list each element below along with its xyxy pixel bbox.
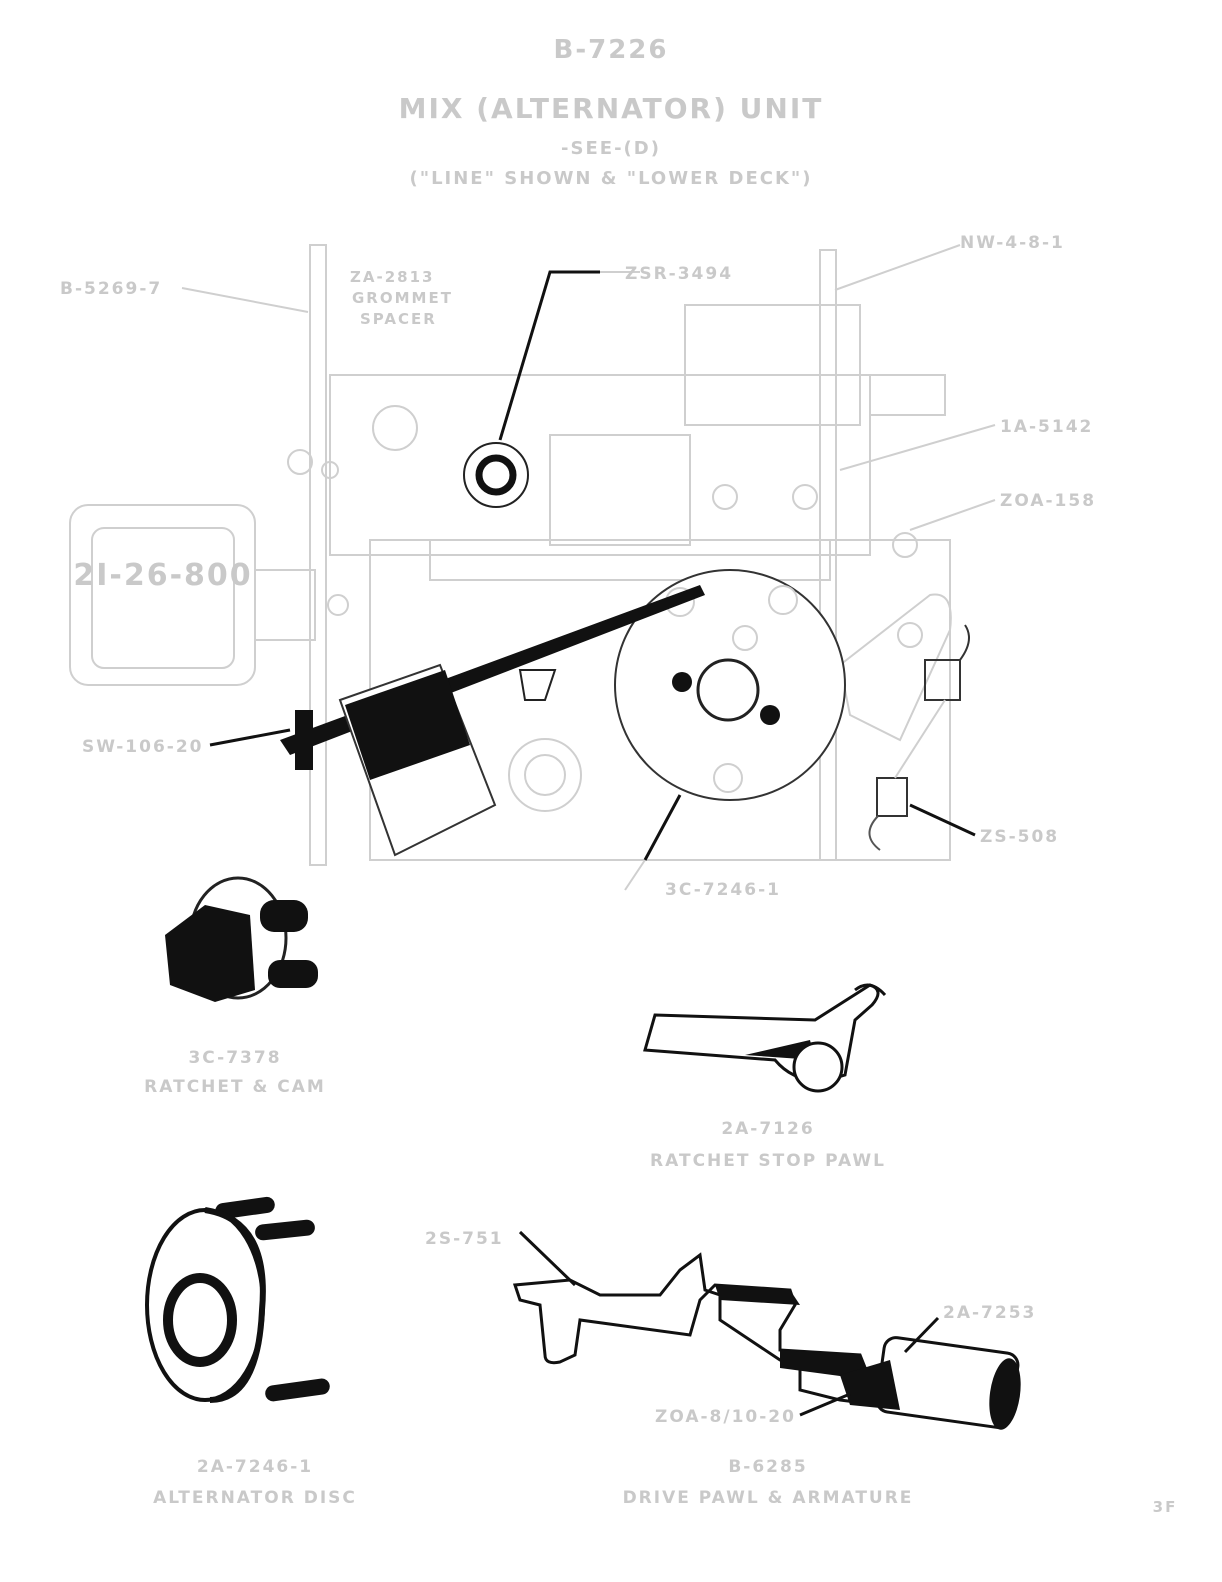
lower-spring: [876, 777, 908, 817]
upper-spring: [924, 659, 961, 701]
coil-tab: [869, 374, 946, 416]
leader-lines: [181, 244, 996, 891]
grommet-spacer: [475, 454, 517, 496]
leader-zoa158: [909, 499, 996, 531]
part-label-drive-name: DRIVE PAWL & ARMATURE: [623, 1488, 914, 1508]
leader-3c7246: [643, 794, 682, 861]
ratchet-stop-pawl-part: [643, 983, 887, 1093]
cam-pin: [268, 960, 318, 988]
label-3c7246: 3C-7246-1: [665, 880, 781, 900]
coil-block: [684, 304, 861, 426]
drive-leaders: [518, 1230, 940, 1417]
main-bracket: [329, 374, 871, 556]
disc-pin: [732, 625, 758, 651]
figure-note: ("LINE" SHOWN & "LOWER DECK"): [409, 168, 812, 189]
label-grommet: GROMMET: [352, 289, 453, 307]
armature-shank: [780, 1350, 870, 1380]
grommet-outer: [463, 442, 529, 508]
label-zoa158: ZOA-158: [1000, 491, 1096, 511]
leader-3c7246-tail: [624, 859, 646, 891]
leader-nw: [834, 244, 961, 291]
armature-top: [345, 670, 470, 780]
label-b5269: B-5269-7: [60, 279, 162, 299]
label-zoa: ZOA-8/10-20: [655, 1407, 796, 1427]
label-sw106: SW-106-20: [82, 737, 204, 757]
leader-zs508: [909, 803, 976, 837]
pawl-stop: [518, 669, 557, 701]
leader-sw106: [209, 728, 291, 747]
armature-collar: [840, 1360, 900, 1410]
leader-2a7253: [903, 1316, 940, 1354]
disc-rim: [204, 1207, 266, 1403]
ratchet-tooth: [672, 672, 692, 692]
figure-code: B-7226: [554, 35, 669, 65]
mount-hole: [372, 405, 418, 451]
cam-pin: [260, 900, 308, 932]
lower-bushing: [508, 738, 582, 812]
part-label-ratchet-number: 3C-7378: [188, 1048, 281, 1068]
pawl-hook: [854, 983, 887, 997]
spring-hook: [959, 624, 970, 661]
leader-zsr3494: [498, 270, 600, 441]
alternator-disc-part: [145, 1196, 330, 1403]
leader-2s751: [518, 1230, 577, 1287]
figure-title: MIX (ALTERNATOR) UNIT: [399, 92, 824, 125]
drive-pawl-edge: [715, 1285, 800, 1305]
part-label-disc-name: ALTERNATOR DISC: [153, 1488, 357, 1508]
left-magnet: [69, 504, 256, 686]
disc-post: [255, 1219, 315, 1241]
label-za2813: ZA-2813: [350, 268, 434, 286]
leader-zoa: [799, 1392, 851, 1417]
spring-link: [894, 699, 946, 779]
disc-post: [265, 1378, 330, 1402]
disc-hub: [163, 1273, 237, 1367]
screw-head: [287, 449, 313, 475]
part-label-drive-number: B-6285: [728, 1457, 807, 1477]
part-label-disc-number: 2A-7246-1: [197, 1457, 313, 1477]
armature-end-cap: [989, 1358, 1021, 1430]
crossbar: [429, 539, 831, 581]
screw: [792, 484, 818, 510]
magnet-label-1: 2I-26-800: [73, 558, 252, 593]
stop-pawl-assembled: [838, 593, 952, 742]
disc-pin: [768, 585, 798, 615]
label-spacer: SPACER: [360, 310, 437, 328]
armature-end: [295, 710, 313, 770]
label-zs508: ZS-508: [980, 827, 1059, 847]
screw: [892, 532, 918, 558]
center-block: [549, 434, 691, 546]
screw: [327, 594, 349, 616]
label-nw: NW-4-8-1: [960, 233, 1065, 253]
pawl-pivot: [897, 622, 923, 648]
mix-unit-assembly: 2I-26-800: [69, 244, 970, 866]
spring-hook: [868, 815, 881, 851]
magnet-core: [254, 569, 316, 641]
label-1a5142: 1A-5142: [1000, 417, 1093, 437]
figure-subtitle: -SEE-(D): [561, 138, 661, 159]
ratchet-body: [165, 905, 255, 1002]
disc-post: [215, 1196, 275, 1220]
label-zsr3494: ZSR-3494: [625, 264, 733, 284]
screw: [321, 461, 339, 479]
part-label-pawl-name: RATCHET STOP PAWL: [650, 1151, 886, 1171]
part-label-ratchet-name: RATCHET & CAM: [144, 1077, 326, 1097]
leader-b5269: [181, 287, 309, 313]
left-frame-plate: [309, 244, 327, 866]
page-number: 3F: [1153, 1498, 1178, 1516]
label-2s751: 2S-751: [425, 1229, 504, 1249]
disc-pin: [713, 763, 743, 793]
disc-hub: [696, 658, 760, 722]
leader-1a5142: [839, 424, 996, 471]
left-magnet-face: [91, 527, 235, 669]
part-label-pawl-number: 2A-7126: [721, 1119, 814, 1139]
ratchet-cam-part: [165, 876, 318, 1002]
drive-pawl-body: [512, 1252, 883, 1407]
label-2a7253: 2A-7253: [943, 1303, 1036, 1323]
screw: [712, 484, 738, 510]
lower-bushing-inner: [524, 754, 566, 796]
ratchet-tooth: [760, 705, 780, 725]
drive-pawl-armature-part: [512, 1252, 1021, 1430]
pawl-roller: [792, 1041, 844, 1093]
